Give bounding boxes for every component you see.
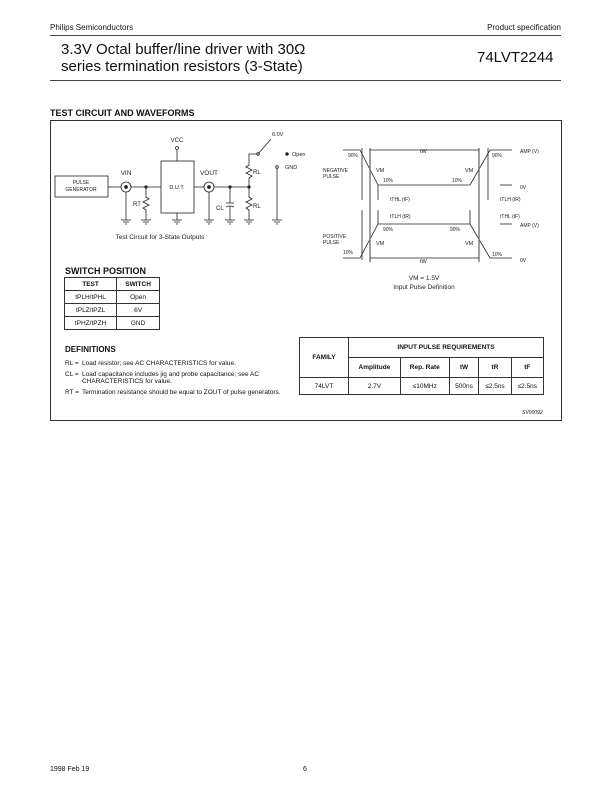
- svg-text:6.0V: 6.0V: [272, 132, 284, 138]
- rl-upper-resistor: [245, 153, 257, 187]
- footer-date: 1998 Feb 19: [50, 766, 90, 773]
- svg-text:90%: 90%: [348, 153, 359, 159]
- svg-text:RL: RL: [253, 170, 261, 176]
- section-title: TEST CIRCUIT AND WAVEFORMS: [50, 108, 195, 118]
- company-name: Philips Semiconductors: [50, 23, 134, 32]
- test-circuit: PULSE GENERATOR VIN RT D.U.T. VCC VOUT C…: [54, 132, 305, 241]
- definitions-title: DEFINITIONS: [65, 345, 116, 354]
- svg-text:POSITIVE: POSITIVE: [323, 234, 347, 240]
- svg-text:tTHL (tF): tTHL (tF): [500, 214, 520, 220]
- svg-text:tTHL (tF): tTHL (tF): [390, 197, 410, 203]
- svg-text:10%: 10%: [492, 252, 503, 258]
- switch-position-title: SWITCH POSITION: [65, 266, 146, 276]
- svg-text:10%: 10%: [452, 178, 463, 184]
- svg-text:90%: 90%: [492, 153, 503, 159]
- ground-symbols: [121, 219, 282, 225]
- svg-text:VM: VM: [376, 168, 385, 174]
- positive-pulse: [343, 223, 512, 259]
- svg-text:RL: RL: [253, 204, 261, 210]
- pulse-gen-label: GENERATOR: [65, 187, 97, 193]
- svg-text:RT: RT: [133, 202, 141, 208]
- svg-text:0V: 0V: [520, 258, 527, 264]
- svg-text:tW: tW: [420, 259, 428, 265]
- svg-text:VM = 1.5V: VM = 1.5V: [409, 275, 440, 282]
- svg-text:tW: tW: [420, 149, 428, 155]
- svg-text:Open: Open: [292, 152, 305, 158]
- header-rule: [50, 35, 561, 36]
- svg-text:VIN: VIN: [121, 170, 132, 177]
- svg-text:AMP (V): AMP (V): [520, 223, 539, 229]
- svg-text:tTLH (tR): tTLH (tR): [500, 197, 521, 203]
- part-number: 74LVT2244: [477, 49, 554, 66]
- rl-lower-resistor: [245, 187, 253, 220]
- pulse-generator-box: [54, 175, 109, 198]
- figure-id: SV00092: [522, 410, 543, 416]
- definitions-list: RL =Load resistor; see AC CHARACTERISTIC…: [65, 360, 281, 396]
- title-line-2: series termination resistors (3-State): [61, 58, 303, 75]
- title-rule: [50, 80, 561, 81]
- svg-text:VM: VM: [465, 168, 474, 174]
- rt-resistor: [142, 187, 150, 220]
- page-number: 6: [303, 766, 307, 773]
- waveforms: 90% 10% 10% 90% VM VM tW tW NEGATIVE PUL…: [323, 148, 539, 291]
- svg-text:tTLH (tR): tTLH (tR): [390, 214, 411, 220]
- title-line-1: 3.3V Octal buffer/line driver with 30Ω: [61, 41, 306, 58]
- svg-text:GND: GND: [285, 165, 297, 171]
- doc-type: Product specification: [487, 23, 561, 32]
- svg-text:NEGATIVE: NEGATIVE: [323, 168, 349, 174]
- svg-text:CL: CL: [216, 206, 224, 212]
- svg-text:VM: VM: [465, 241, 474, 247]
- pulse-gen-label: PULSE: [73, 180, 90, 186]
- svg-text:PULSE: PULSE: [323, 174, 340, 180]
- waveform-caption: Input Pulse Definition: [393, 284, 455, 291]
- circuit-caption: Test Circuit for 3-State Outputs: [116, 234, 206, 241]
- figure-frame: [50, 120, 562, 421]
- svg-text:VOUT: VOUT: [200, 170, 218, 177]
- negative-pulse: [343, 149, 512, 186]
- svg-text:0V: 0V: [520, 185, 527, 191]
- svg-text:90%: 90%: [450, 227, 461, 233]
- svg-text:D.U.T.: D.U.T.: [169, 185, 185, 191]
- switch: [257, 138, 272, 155]
- svg-text:VM: VM: [376, 241, 385, 247]
- svg-text:10%: 10%: [383, 178, 394, 184]
- svg-text:VCC: VCC: [171, 138, 184, 144]
- svg-text:PULSE: PULSE: [323, 240, 340, 246]
- svg-text:AMP (V): AMP (V): [520, 149, 539, 155]
- svg-text:90%: 90%: [383, 227, 394, 233]
- svg-text:10%: 10%: [343, 250, 354, 256]
